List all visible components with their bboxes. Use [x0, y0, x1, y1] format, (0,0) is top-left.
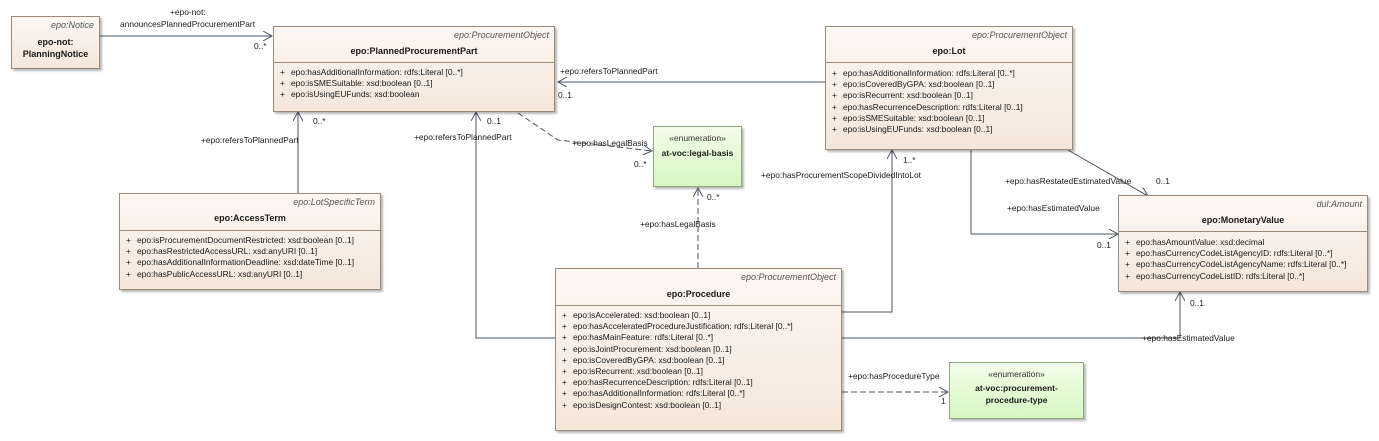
- role-label: +epo-not:: [170, 7, 206, 17]
- multiplicity-label: 0..*: [313, 116, 326, 126]
- role-label: +epo:hasProcurementScopeDividedIntoLot: [761, 170, 921, 180]
- stereotype: dul:Amount: [1316, 199, 1362, 209]
- stereotype: epo:ProcurementObject: [971, 30, 1067, 40]
- attribute: +epo:hasRecurrenceDescription: rdfs:Lite…: [562, 377, 753, 388]
- enum-procurement-procedure-type[interactable]: «enumeration» at-voc:procurement- proced…: [949, 362, 1084, 419]
- attribute: +epo:isRecurrent: xsd:boolean [0..1]: [832, 90, 973, 101]
- attribute: +epo:isAccelerated: xsd:boolean [0..1]: [562, 310, 711, 320]
- compartment-divider: [1119, 231, 1367, 232]
- multiplicity-label: 0..1: [1156, 176, 1170, 186]
- attribute: +epo:hasAdditionalInformation: rdfs:Lite…: [562, 388, 745, 399]
- attribute: +epo:isJointProcurement: xsd:boolean [0.…: [562, 343, 732, 354]
- attribute: +epo:isCoveredByGPA: xsd:boolean [0..1]: [832, 79, 995, 90]
- compartment-divider: [274, 62, 554, 63]
- attribute: +epo:hasAdditionalInformationDeadline: x…: [126, 257, 355, 268]
- edge-scope: [842, 150, 892, 313]
- edge-restated: [1067, 149, 1148, 196]
- attribute: +epo:hasMainFeature: rdfs:Literal [0..*]: [562, 332, 714, 343]
- multiplicity-label: 0..1: [558, 90, 572, 100]
- enum-legal-basis[interactable]: «enumeration» at-voc:legal-basis: [653, 126, 742, 187]
- stereotype: epo:ProcurementObject: [453, 30, 549, 40]
- attribute: +epo:hasCurrencyCodeListAgencyID: rdfs:L…: [1125, 248, 1333, 259]
- attribute: +epo:isSMESuitable: xsd:boolean [0..1]: [832, 112, 985, 123]
- attribute-list: +epo:hasAdditionalInformation: rdfs:Lite…: [274, 67, 554, 101]
- role-label: +epo:refersToPlannedPart: [201, 135, 299, 145]
- attribute: +epo:hasPublicAccessURL: xsd:anyURI [0..…: [126, 268, 303, 279]
- multiplicity-label: 1..*: [903, 155, 916, 165]
- attribute: +epo:hasCurrencyCodeListID: rdfs:Literal…: [1125, 270, 1305, 281]
- edge-ppp-legal: [517, 112, 652, 151]
- multiplicity-label: 0..*: [634, 159, 647, 169]
- compartment-divider: [826, 62, 1072, 63]
- attribute: +epo:hasAmountValue: xsd:decimal: [1125, 237, 1265, 247]
- role-label: +epo:refersToPlannedPart: [414, 132, 512, 142]
- attribute: +epo:isRecurrent: xsd:boolean [0..1]: [562, 366, 703, 377]
- class-title-line-2: PlanningNotice: [22, 49, 89, 59]
- class-title: at-voc:legal-basis: [661, 148, 734, 158]
- attribute: +epo:hasAcceleratedProcedureJustificatio…: [562, 321, 793, 332]
- attribute-list: +epo:isProcurementDocumentRestricted: xs…: [120, 235, 380, 280]
- multiplicity-label: 1: [941, 396, 946, 406]
- edge-proc-refers: [476, 112, 555, 339]
- role-label: +epo:hasLegalBasis: [640, 219, 716, 229]
- edge-proc-estimated: [842, 292, 1180, 339]
- attribute: +epo:hasAdditionalInformation: rdfs:Lite…: [832, 68, 1015, 78]
- attribute: +epo:isProcurementDocumentRestricted: xs…: [126, 235, 354, 245]
- attribute: +epo:hasRecurrenceDescription: rdfs:Lite…: [832, 101, 1023, 112]
- class-procedure[interactable]: epo:ProcurementObject epo:Procedure +epo…: [555, 268, 842, 431]
- class-title: epo:Lot: [932, 46, 966, 56]
- role-label: announcesPlannedProcurementPart: [120, 19, 256, 29]
- stereotype: epo:LotSpecificTerm: [293, 197, 375, 207]
- attribute: +epo:isCoveredByGPA: xsd:boolean [0..1]: [562, 354, 725, 365]
- role-label: +epo:hasEstimatedValue: [1007, 203, 1100, 213]
- class-title-line-1: epo-not:: [37, 37, 74, 47]
- compartment-divider: [556, 305, 841, 306]
- attribute: +epo:hasRestrictedAccessURL: xsd:anyURI …: [126, 246, 318, 257]
- multiplicity-label: 0..1: [1097, 240, 1111, 250]
- attribute: +epo:isDesignContest: xsd:boolean [0..1]: [562, 399, 722, 410]
- class-planned-procurement-part[interactable]: epo:ProcurementObject epo:PlannedProcure…: [273, 26, 555, 112]
- stereotype: «enumeration»: [669, 133, 726, 143]
- attribute: +epo:isSMESuitable: xsd:boolean [0..1]: [280, 78, 433, 89]
- attribute-list: +epo:hasAdditionalInformation: rdfs:Lite…: [826, 68, 1072, 135]
- role-label: +epo:hasEstimatedValue: [1142, 333, 1235, 343]
- attribute-list: +epo:isAccelerated: xsd:boolean [0..1] +…: [556, 310, 841, 411]
- class-lot[interactable]: epo:ProcurementObject epo:Lot +epo:hasAd…: [825, 26, 1073, 150]
- role-label: +epo:hasProcedureType: [848, 371, 940, 381]
- edge-lot-estimated: [970, 150, 1118, 234]
- class-title-line-1: at-voc:procurement-: [975, 383, 1058, 393]
- attribute-list: +epo:hasAmountValue: xsd:decimal +epo:ha…: [1119, 237, 1367, 282]
- stereotype: epo:Notice: [50, 20, 94, 30]
- multiplicity-label: 0..*: [254, 41, 267, 51]
- multiplicity-label: 0..*: [707, 192, 720, 202]
- class-planning-notice[interactable]: epo:Notice epo-not: PlanningNotice: [11, 16, 100, 69]
- attribute: +epo:isUsingEUFunds: xsd:boolean: [280, 89, 420, 100]
- role-label: +epo:hasLegalBasis: [572, 138, 648, 148]
- compartment-divider: [120, 230, 380, 231]
- stereotype: epo:ProcurementObject: [740, 272, 836, 282]
- class-title: epo:PlannedProcurementPart: [350, 46, 478, 56]
- stereotype: «enumeration»: [988, 369, 1045, 379]
- multiplicity-label: 0..1: [487, 116, 501, 126]
- multiplicity-label: 0..1: [1190, 298, 1204, 308]
- attribute: +epo:hasAdditionalInformation: rdfs:Lite…: [280, 67, 463, 77]
- attribute: +epo:hasCurrencyCodeListAgencyName: rdfs…: [1125, 259, 1347, 270]
- class-title-line-2: procedure-type: [985, 395, 1048, 405]
- class-monetary-value[interactable]: dul:Amount epo:MonetaryValue +epo:hasAmo…: [1118, 195, 1368, 292]
- attribute: +epo:isUsingEUFunds: xsd:boolean [0..1]: [832, 124, 993, 135]
- class-title: epo:Procedure: [666, 289, 731, 299]
- role-label: +epo:refersToPlannedPart: [560, 66, 658, 76]
- class-title: epo:AccessTerm: [214, 213, 286, 223]
- class-title: epo:MonetaryValue: [1201, 215, 1285, 225]
- role-label: +epo:hasRestatedEstimatedValue: [1005, 176, 1132, 186]
- class-access-term[interactable]: epo:LotSpecificTerm epo:AccessTerm +epo:…: [119, 193, 381, 290]
